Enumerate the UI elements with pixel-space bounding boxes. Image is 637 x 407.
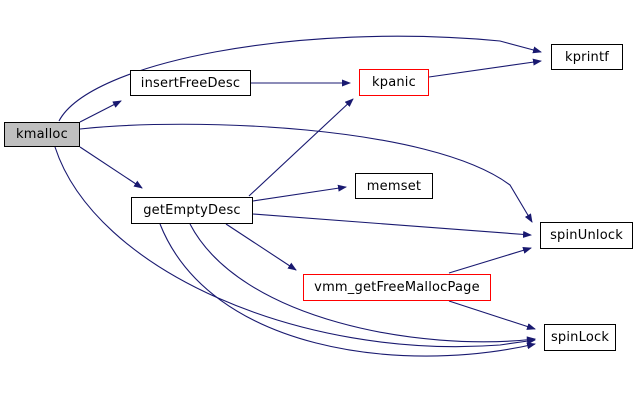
edge-kmalloc-to-spinUnlock <box>79 123 533 223</box>
edge-kmalloc-to-kprintf <box>58 35 542 122</box>
graph-node-vmm_getFreeMallocPage[interactable]: vmm_getFreeMallocPage <box>303 274 491 301</box>
edge-getEmptyDesc-to-kpanic <box>248 98 354 197</box>
graph-node-label: spinLock <box>550 330 610 345</box>
edge-kmalloc_lower-to-spinLock <box>159 223 536 357</box>
edge-getEmptyDesc-to-spinUnlock <box>252 213 532 238</box>
graph-node-spinLock[interactable]: spinLock <box>544 324 616 351</box>
graph-node-kprintf[interactable]: kprintf <box>551 44 623 70</box>
graph-node-label: vmm_getFreeMallocPage <box>314 280 480 295</box>
edge-getEmptyDesc-to-memset <box>252 184 347 202</box>
edge-getEmptyDesc-to-spinLock <box>189 223 536 344</box>
graph-node-label: kpanic <box>372 75 416 90</box>
graph-node-label: getEmptyDesc <box>143 203 241 218</box>
graph-node-kmalloc[interactable]: kmalloc <box>4 122 80 147</box>
graph-node-spinUnlock[interactable]: spinUnlock <box>540 222 633 249</box>
graph-node-label: memset <box>366 178 422 194</box>
graph-node-label: kmalloc <box>16 127 68 142</box>
graph-node-label: spinUnlock <box>550 228 623 243</box>
edge-vmm_getFreeMallocPage-to-spinUnlock <box>448 246 532 274</box>
graph-node-kpanic[interactable]: kpanic <box>359 69 429 96</box>
edge-kmalloc-to-spinLock <box>54 146 536 348</box>
graph-node-label: kprintf <box>564 49 610 65</box>
graph-node-getEmptyDesc[interactable]: getEmptyDesc <box>131 197 253 224</box>
graph-node-insertFreeDesc[interactable]: insertFreeDesc <box>130 70 251 96</box>
graph-node-label: insertFreeDesc <box>140 75 241 91</box>
graph-node-memset[interactable]: memset <box>355 173 433 199</box>
edge-getEmptyDesc-to-vmm_getFreeMallocPage <box>225 223 297 271</box>
edge-vmm_getFreeMallocPage-to-spinLock <box>448 300 536 330</box>
edge-kmalloc-to-getEmptyDesc <box>79 146 143 189</box>
edge-kmalloc-to-insertFreeDesc <box>79 100 122 123</box>
edge-kpanic-to-kprintf <box>428 58 542 78</box>
